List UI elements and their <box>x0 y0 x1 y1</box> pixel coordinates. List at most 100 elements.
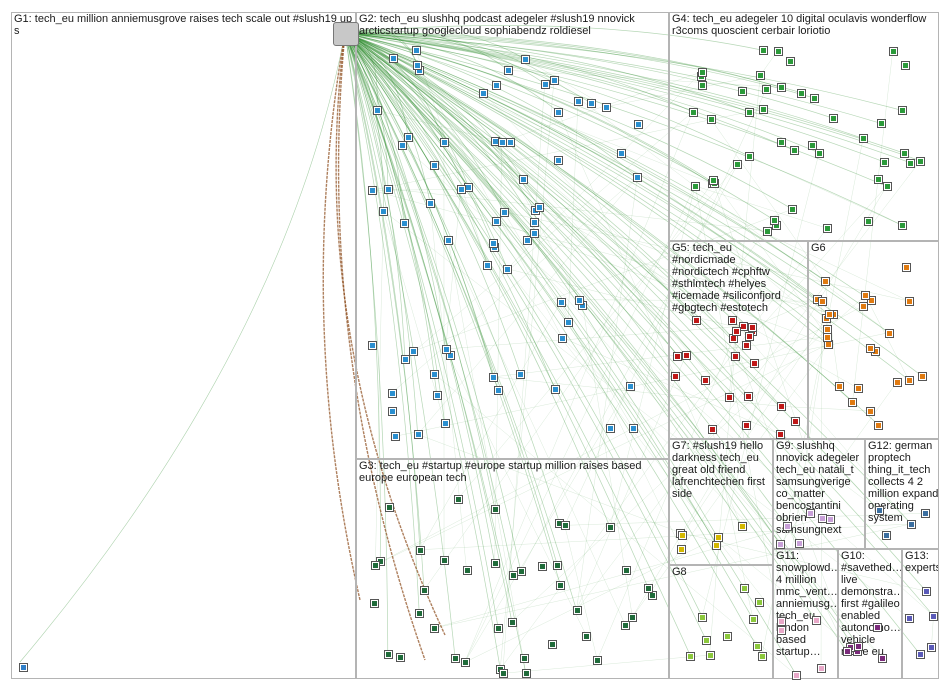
graph-node[interactable] <box>722 632 732 642</box>
graph-node[interactable] <box>440 555 450 565</box>
graph-node[interactable] <box>505 137 515 147</box>
graph-node[interactable] <box>534 202 544 212</box>
graph-node[interactable] <box>744 392 754 401</box>
graph-node[interactable] <box>701 376 711 386</box>
graph-node[interactable] <box>861 291 871 301</box>
graph-node[interactable] <box>904 613 914 623</box>
graph-node[interactable] <box>776 137 786 147</box>
graph-node[interactable] <box>859 134 869 144</box>
graph-node[interactable] <box>556 580 566 590</box>
graph-node[interactable] <box>391 432 401 442</box>
graph-node[interactable] <box>864 216 874 226</box>
graph-node[interactable] <box>516 566 526 576</box>
graph-node[interactable] <box>917 371 927 381</box>
graph-node[interactable] <box>866 343 876 353</box>
graph-node[interactable] <box>420 585 430 595</box>
graph-node[interactable] <box>671 372 681 382</box>
graph-node[interactable] <box>647 590 657 600</box>
graph-node[interactable] <box>702 635 712 645</box>
graph-node[interactable] <box>712 541 722 551</box>
graph-node[interactable] <box>550 385 560 395</box>
graph-node[interactable] <box>644 583 654 593</box>
graph-node[interactable] <box>759 104 769 114</box>
graph-node[interactable] <box>531 206 541 216</box>
graph-node[interactable] <box>788 205 798 215</box>
graph-node[interactable] <box>776 626 786 636</box>
graph-node[interactable] <box>673 351 683 361</box>
graph-node[interactable] <box>790 146 800 156</box>
graph-node[interactable] <box>873 175 883 185</box>
graph-node[interactable] <box>456 185 466 195</box>
graph-node[interactable] <box>728 334 738 343</box>
graph-node[interactable] <box>593 655 603 665</box>
graph-node[interactable] <box>783 521 793 531</box>
graph-node[interactable] <box>725 393 735 403</box>
graph-node[interactable] <box>884 328 894 338</box>
graph-node[interactable] <box>904 375 914 385</box>
graph-node[interactable] <box>823 224 833 234</box>
graph-node[interactable] <box>622 565 632 575</box>
graph-node[interactable] <box>732 326 742 336</box>
graph-node[interactable] <box>483 260 493 270</box>
graph-node[interactable] <box>879 157 889 167</box>
graph-node[interactable] <box>752 641 762 651</box>
graph-node[interactable] <box>445 350 455 360</box>
graph-node[interactable] <box>499 207 509 217</box>
graph-node[interactable] <box>507 617 517 627</box>
graph-node[interactable] <box>430 369 440 379</box>
graph-node[interactable] <box>441 344 451 354</box>
graph-node[interactable] <box>492 81 502 91</box>
graph-node[interactable] <box>387 388 397 398</box>
graph-node[interactable] <box>383 649 393 659</box>
graph-node[interactable] <box>682 351 692 361</box>
graph-node[interactable] <box>494 623 504 633</box>
graph-node[interactable] <box>770 216 780 226</box>
graph-node[interactable] <box>488 372 498 382</box>
graph-node[interactable] <box>540 79 550 89</box>
graph-node[interactable] <box>379 206 389 216</box>
graph-node[interactable] <box>873 622 883 632</box>
graph-node[interactable] <box>835 382 845 392</box>
graph-node[interactable] <box>451 654 461 664</box>
graph-node[interactable] <box>369 599 379 609</box>
graph-node[interactable] <box>413 60 423 70</box>
graph-node[interactable] <box>916 650 926 660</box>
graph-node[interactable] <box>817 297 827 307</box>
graph-node[interactable] <box>795 539 805 549</box>
graph-node[interactable] <box>520 654 530 664</box>
graph-node[interactable] <box>754 597 764 607</box>
graph-node[interactable] <box>745 332 755 342</box>
graph-node[interactable] <box>439 138 449 148</box>
graph-node[interactable] <box>606 423 616 433</box>
graph-node[interactable] <box>462 566 472 576</box>
graph-node[interactable] <box>582 631 592 641</box>
graph-node[interactable] <box>633 172 643 182</box>
graph-node[interactable] <box>806 509 816 519</box>
graph-node[interactable] <box>385 503 395 513</box>
graph-node[interactable] <box>399 219 409 229</box>
graph-node[interactable] <box>866 406 876 416</box>
graph-node[interactable] <box>823 340 833 350</box>
graph-node[interactable] <box>777 402 787 412</box>
graph-node[interactable] <box>733 160 743 170</box>
graph-node[interactable] <box>490 558 500 568</box>
graph-node[interactable] <box>731 351 741 361</box>
graph-node[interactable] <box>874 420 884 430</box>
graph-node[interactable] <box>807 141 817 151</box>
graph-node[interactable] <box>878 654 888 664</box>
graph-node[interactable] <box>688 107 698 117</box>
graph-node[interactable] <box>828 114 838 123</box>
graph-node[interactable] <box>371 561 381 571</box>
graph-node[interactable] <box>757 651 767 661</box>
graph-node[interactable] <box>738 322 748 332</box>
graph-node[interactable] <box>876 119 886 129</box>
graph-node[interactable] <box>842 647 852 656</box>
graph-node[interactable] <box>825 514 835 524</box>
graph-node[interactable] <box>412 46 422 56</box>
graph-node[interactable] <box>874 506 884 516</box>
graph-node[interactable] <box>737 87 747 97</box>
graph-node[interactable] <box>572 606 582 616</box>
graph-node[interactable] <box>504 66 514 76</box>
graph-node[interactable] <box>927 642 937 652</box>
graph-node[interactable] <box>575 295 585 305</box>
